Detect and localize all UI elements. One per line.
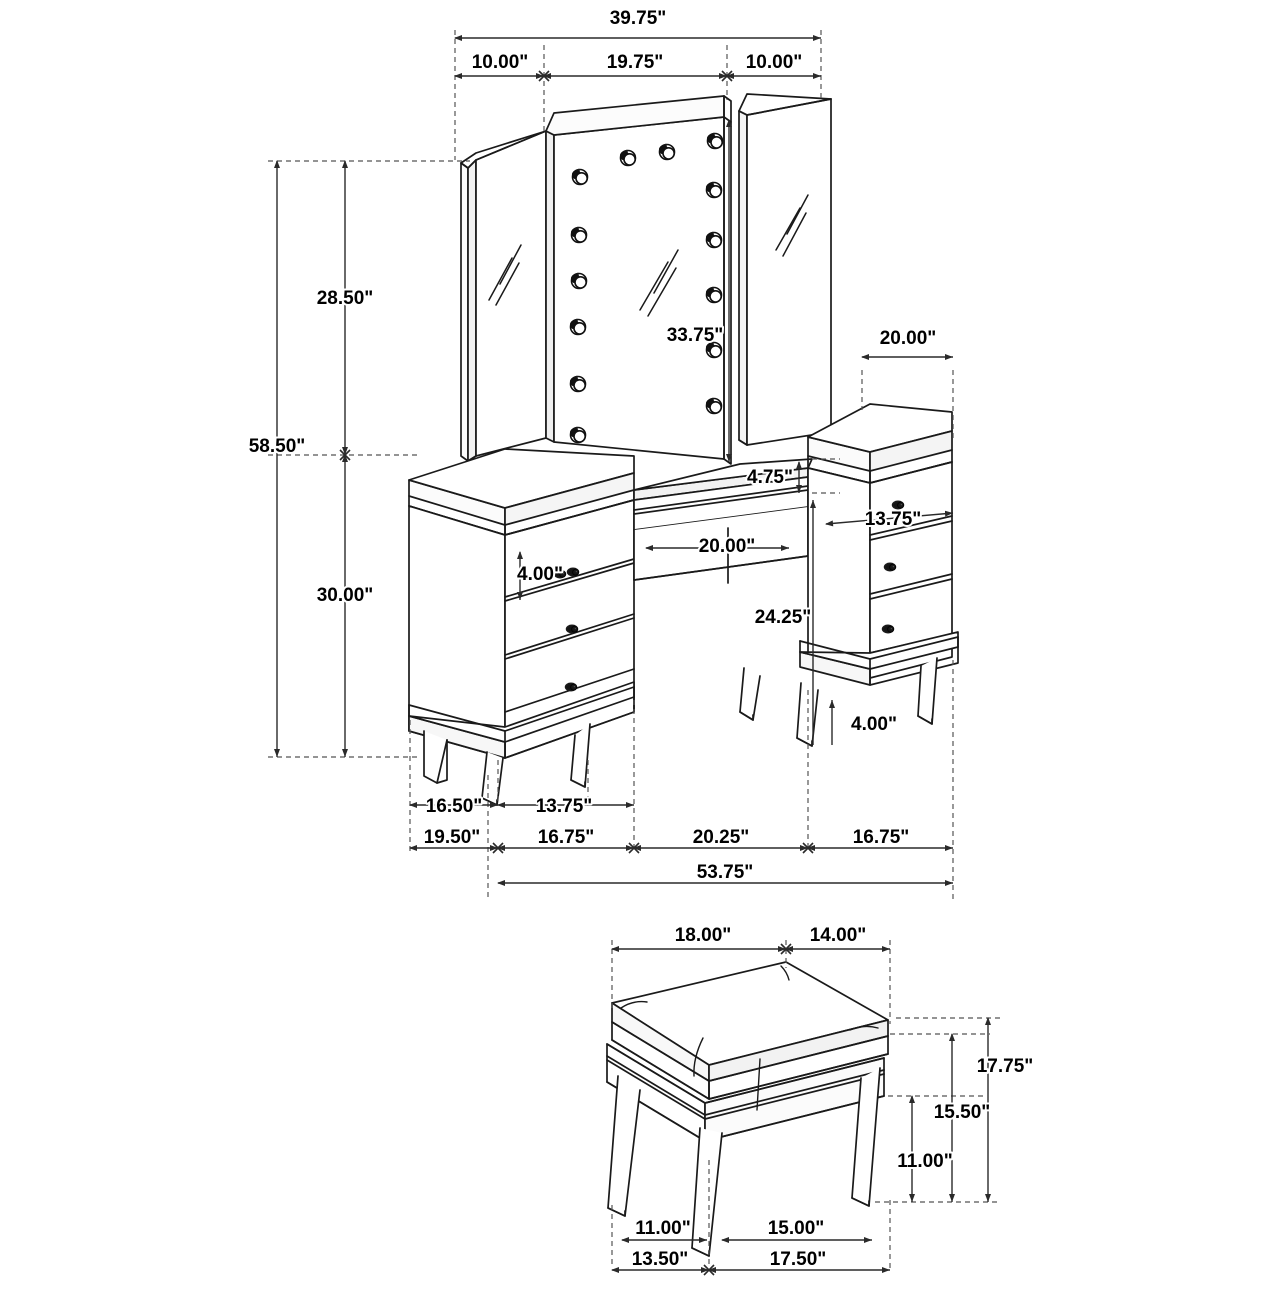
dim-mirror-above-top: 28.50"	[317, 288, 374, 309]
dim-overall-height: 58.50"	[249, 436, 306, 457]
dim-overall-width: 53.75"	[697, 862, 754, 883]
glass-reflection-left	[488, 244, 522, 306]
dim-stool-base-right: 17.50"	[770, 1249, 827, 1270]
vanity-dimension-lines	[268, 30, 954, 900]
stool-illustration	[606, 961, 889, 1257]
dim-cabinet-height: 30.00"	[317, 585, 374, 606]
dim-center-span: 20.25"	[693, 827, 750, 848]
dim-right-cabinet-span: 16.75"	[853, 827, 910, 848]
dim-stool-top-depth: 14.00"	[810, 925, 867, 946]
dim-stool-top-width: 18.00"	[675, 925, 732, 946]
dim-stool-leg-span-left: 11.00"	[635, 1218, 691, 1239]
dim-mirror-right-wing: 10.00"	[746, 52, 803, 73]
dim-right-drawer-width: 13.75"	[865, 509, 922, 530]
dim-right-leg-height: 4.00"	[851, 714, 897, 735]
dim-left-leg-span: 16.50"	[426, 796, 483, 817]
dim-stool-apron-height: 11.00"	[897, 1151, 953, 1172]
stool-dimension-labels: 18.00" 14.00" 17.75" 15.50" 11.00" 11.00…	[630, 923, 1036, 1272]
dim-left-cabinet-span: 16.75"	[538, 827, 595, 848]
dim-mirror-center-height: 33.75"	[667, 325, 724, 346]
stool-dimension-lines	[611, 940, 1000, 1276]
dim-left-drawer-height: 4.00"	[517, 564, 563, 585]
dim-stool-leg-span-right: 15.00"	[768, 1218, 825, 1239]
mirror-center-panel	[545, 95, 732, 465]
mirror-wing-right	[738, 93, 832, 446]
dim-stool-height: 17.75"	[977, 1056, 1034, 1077]
dim-right-cabinet-depth: 20.00"	[880, 328, 937, 349]
dim-center-drawer-width: 20.00"	[699, 536, 756, 557]
glass-reflection-center	[639, 249, 679, 317]
dim-mirror-total-width: 39.75"	[610, 8, 667, 29]
dim-mirror-center-width: 19.75"	[607, 52, 664, 73]
dim-left-top-span: 13.75"	[536, 796, 593, 817]
vanity-dimension-labels: 39.75" 10.00" 19.75" 10.00" 28.50" 58.50…	[247, 6, 939, 885]
dim-stool-base-left: 13.50"	[632, 1249, 689, 1270]
cabinet-left	[408, 448, 635, 806]
dim-stool-seat-height: 15.50"	[934, 1102, 991, 1123]
extension-lines-top	[454, 30, 822, 160]
mirror-wing-left	[460, 130, 547, 462]
dim-mirror-left-wing: 10.00"	[472, 52, 529, 73]
dim-left-base-span: 19.50"	[424, 827, 481, 848]
desk-center	[553, 458, 813, 584]
dim-knee-clearance: 4.75"	[747, 467, 793, 488]
extension-lines-bottom	[409, 660, 954, 900]
vanity-illustration	[408, 93, 959, 806]
dim-right-cabinet-body: 24.25"	[755, 607, 812, 628]
glass-reflection-right	[775, 194, 809, 257]
